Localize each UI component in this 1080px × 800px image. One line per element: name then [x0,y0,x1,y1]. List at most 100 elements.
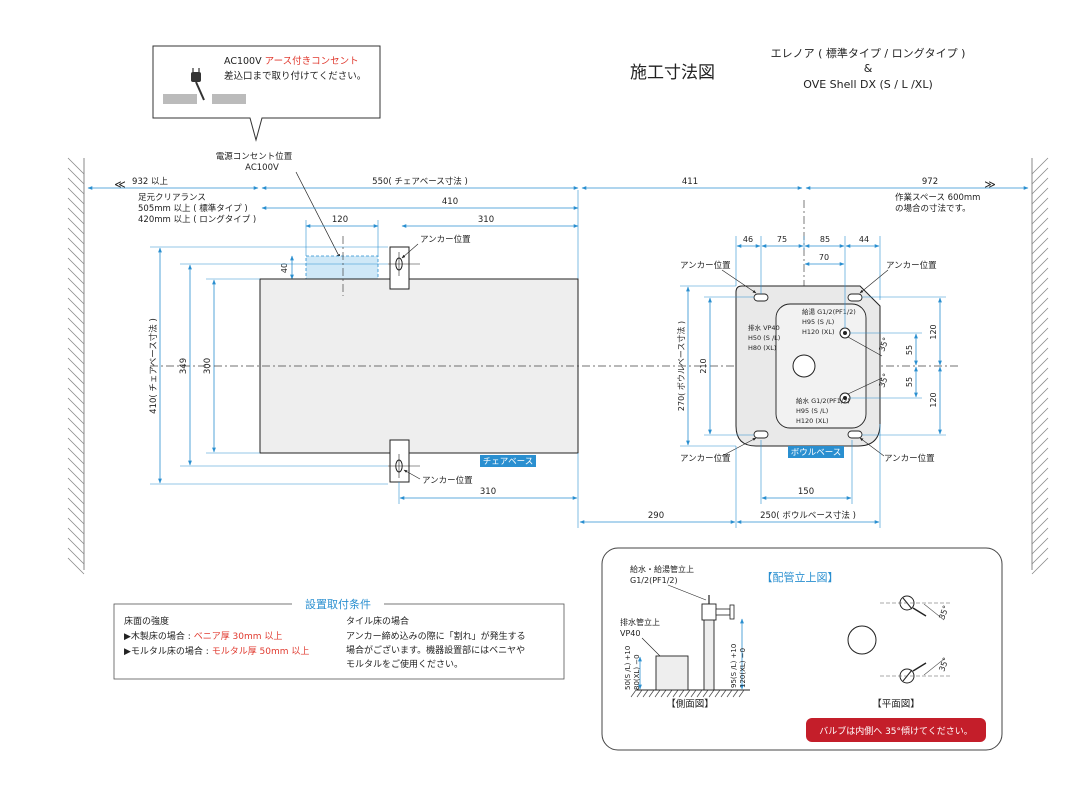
hatch-line [67,407,85,425]
hatch-line [1031,177,1049,195]
supply-riser-label: 給水・給湯管立上 G1/2(PF1/2) [630,564,697,585]
hatch-line [1031,197,1049,215]
hatch-line [67,427,85,445]
chair-anchor-bottom-label: アンカー位置 [422,475,473,486]
hatch-line [1031,187,1049,205]
drain-height: 50(S /L) +10 80(XL) −0 [624,643,641,690]
floor-hatch-line [702,689,709,698]
floor-strength-title: 床面の強度 [124,615,169,627]
chair-anchor-top-label: アンカー位置 [420,234,471,245]
hatch-line [67,367,85,385]
clearance-note-2: 505mm 以上 ( 標準タイプ ) [138,203,248,214]
wood-floor-line: ▶木製床の場合 : ベニア厚 30mm 以上 [124,630,282,642]
hatch-line [1031,527,1049,545]
hot-spec-2: H95 (S /L) [802,318,834,326]
hatch-line [1031,537,1049,555]
page-title: 施工寸法図 [630,63,715,83]
svg-text:AC100V アース付きコンセント: AC100V アース付きコンセント [224,56,359,67]
hatch-line [1031,467,1049,485]
wood-floor-prefix: ▶木製床の場合 : [124,630,194,642]
valve-note: バルブは内側へ 35°傾けてください。 [819,725,973,737]
hatch-line [1031,417,1049,435]
hatch-line [1031,287,1049,305]
chair-base-tag [480,455,536,467]
hatch-line [1031,477,1049,495]
hatch-line [1031,277,1049,295]
plan-view-label: 【平面図】 [872,699,920,710]
product-line-3: OVE Shell DX (S / L /XL) [803,78,933,91]
hatch-line [1031,247,1049,265]
hatch-line [1031,207,1049,225]
valve-note-banner [806,718,986,742]
hatch-line [1031,447,1049,465]
dim-bowl-46: 46 [743,235,753,244]
hatch-line [67,197,85,215]
outlet-position-label: 電源コンセント位置 [216,151,293,162]
hatch-line [67,547,85,565]
dim-120: 120 [332,215,348,225]
installation-conditions: 設置取付条件 床面の強度 ▶木製床の場合 : ベニア厚 30mm 以上 ▶モルタ… [113,596,565,680]
callout-voltage: AC100V [224,56,262,67]
mortar-floor-line: ▶モルタル床の場合 : モルタル厚 50mm 以上 [124,645,309,657]
floor-hatch-line [660,689,667,698]
drain-riser-1: 排水管立上 [620,617,660,627]
dim-410: 410 [442,197,458,207]
clearance-note-3: 420mm 以上 ( ロングタイプ ) [138,214,256,225]
side-view-label: 【側面図】 [666,698,714,710]
hot-spec-1: 給湯 G1/2(PF1/2) [802,307,856,316]
supply-riser-2: G1/2(PF1/2) [630,576,678,585]
chair-base-label: チェアベース [483,457,533,467]
floor-hatch-line [726,689,733,698]
plan-valve-lower-icon [880,658,950,684]
hatch-line [67,497,85,515]
floor-hatch-line [648,689,655,698]
hatch-line [67,527,85,545]
dim-bowl-55b: 55 [905,377,914,387]
bowl-anchor-br-label: アンカー位置 [884,453,935,464]
floor-hatch-line [678,689,685,698]
hatch-line [1031,487,1049,505]
hatch-line [1031,217,1049,235]
dim-bowl-55a: 55 [905,345,914,355]
hatch-line [1031,407,1049,425]
hatch-line [1031,427,1049,445]
bowl-anchor-tl-label: アンカー位置 [680,260,731,271]
floor-hatch-line [720,689,727,698]
workspace-note-2: の場合の寸法です。 [895,203,971,214]
plan-valve-upper-icon [880,595,950,621]
hatch-line [67,157,85,175]
dim-bowl-270: 270( ボウルベース寸法 ) [676,321,686,411]
callout-earth-outlet: アース付きコンセント [265,56,359,67]
dim-bowl-120a: 120 [929,324,938,339]
floor-hatch-line [654,689,661,698]
dim-bowl-210: 210 [699,358,708,373]
hatch-line [1031,357,1049,375]
dim-chair-300: 300 [203,358,213,374]
break-mark-right: ≫ [984,178,996,191]
dim-left-clearance: 932 以上 [132,177,168,187]
plan-drain [847,625,877,655]
hatch-line [1031,307,1049,325]
cold-spec: 給水 G1/2(PF1/2) H95 (S /L) H120 (XL) [796,396,852,425]
hatch-line [1031,267,1049,285]
dim-chair-bottom-310: 310 [480,487,496,497]
dim-bowl-120b: 120 [929,392,938,407]
dim-bowl-75: 75 [777,235,787,244]
hatch-line [67,297,85,315]
hatch-line [67,377,85,395]
bowl-base-tag [788,446,844,458]
supply-riser-1: 給水・給湯管立上 [630,564,694,574]
hatch-line [67,167,85,185]
workspace-note-1: 作業スペース 600mm [895,192,980,203]
hatch-line [67,317,85,335]
clearance-note-1: 足元クリアランス [138,193,206,203]
callout-instruction: 差込口まで取り付けてください。 [224,70,366,82]
hatch-line [67,357,85,375]
bowl-anchor-bl-label: アンカー位置 [680,453,731,464]
dim-right-space: 972 [922,177,938,187]
dim-310: 310 [478,215,494,225]
hatch-line [1031,397,1049,415]
hatch-line [67,507,85,525]
hatch-line [1031,347,1049,365]
outlet-zone [305,255,379,280]
